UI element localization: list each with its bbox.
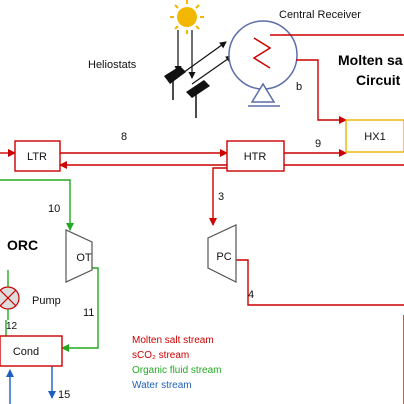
pump-icon [0, 270, 20, 320]
stream-15: 15 [58, 389, 70, 401]
stream-4: 4 [248, 289, 254, 301]
orc-title: ORC [7, 237, 38, 253]
central-receiver-title: Central Receiver [279, 9, 361, 21]
molten-salt-circuit-title-1: Molten sa [338, 52, 403, 68]
stream-3: 3 [218, 191, 224, 203]
legend-organic: Organic fluid stream [132, 365, 221, 376]
ot-turbine [65, 229, 93, 283]
heliostat-icon [164, 66, 210, 118]
molten-salt-loop [270, 34, 404, 404]
pump-title: Pump [32, 295, 61, 307]
water-lines [6, 366, 56, 404]
legend: Molten salt stream sCO₂ stream Organic f… [132, 335, 221, 391]
cond-box [0, 335, 63, 367]
htr-label: HTR [244, 151, 267, 163]
stream-12: 12 [6, 321, 18, 332]
ltr-box [14, 140, 61, 172]
stream-8: 8 [121, 131, 127, 143]
stream-9: 9 [315, 138, 321, 150]
htr-box [226, 140, 285, 172]
stream-11: 11 [83, 307, 94, 319]
pc-label: PC [216, 251, 231, 263]
ltr-label: LTR [27, 151, 47, 163]
stream-b: b [296, 81, 302, 93]
stream-10: 10 [48, 203, 60, 215]
pc-compressor [207, 224, 237, 283]
legend-molten-salt: Molten salt stream [132, 335, 214, 346]
hx1-label: HX1 [364, 131, 385, 143]
sun-icon [170, 0, 204, 34]
solar-rays [174, 30, 233, 85]
central-receiver-icon [228, 20, 298, 107]
ot-label: OT [76, 252, 92, 264]
hx1-box [345, 119, 404, 153]
cond-label: Cond [13, 346, 39, 358]
legend-water: Water stream [132, 380, 192, 391]
sco2-loop [0, 149, 404, 306]
heliostats-title: Heliostats [88, 59, 137, 71]
molten-salt-circuit-title-2: Circuit [356, 72, 401, 88]
legend-sco2: sCO₂ stream [132, 350, 189, 361]
